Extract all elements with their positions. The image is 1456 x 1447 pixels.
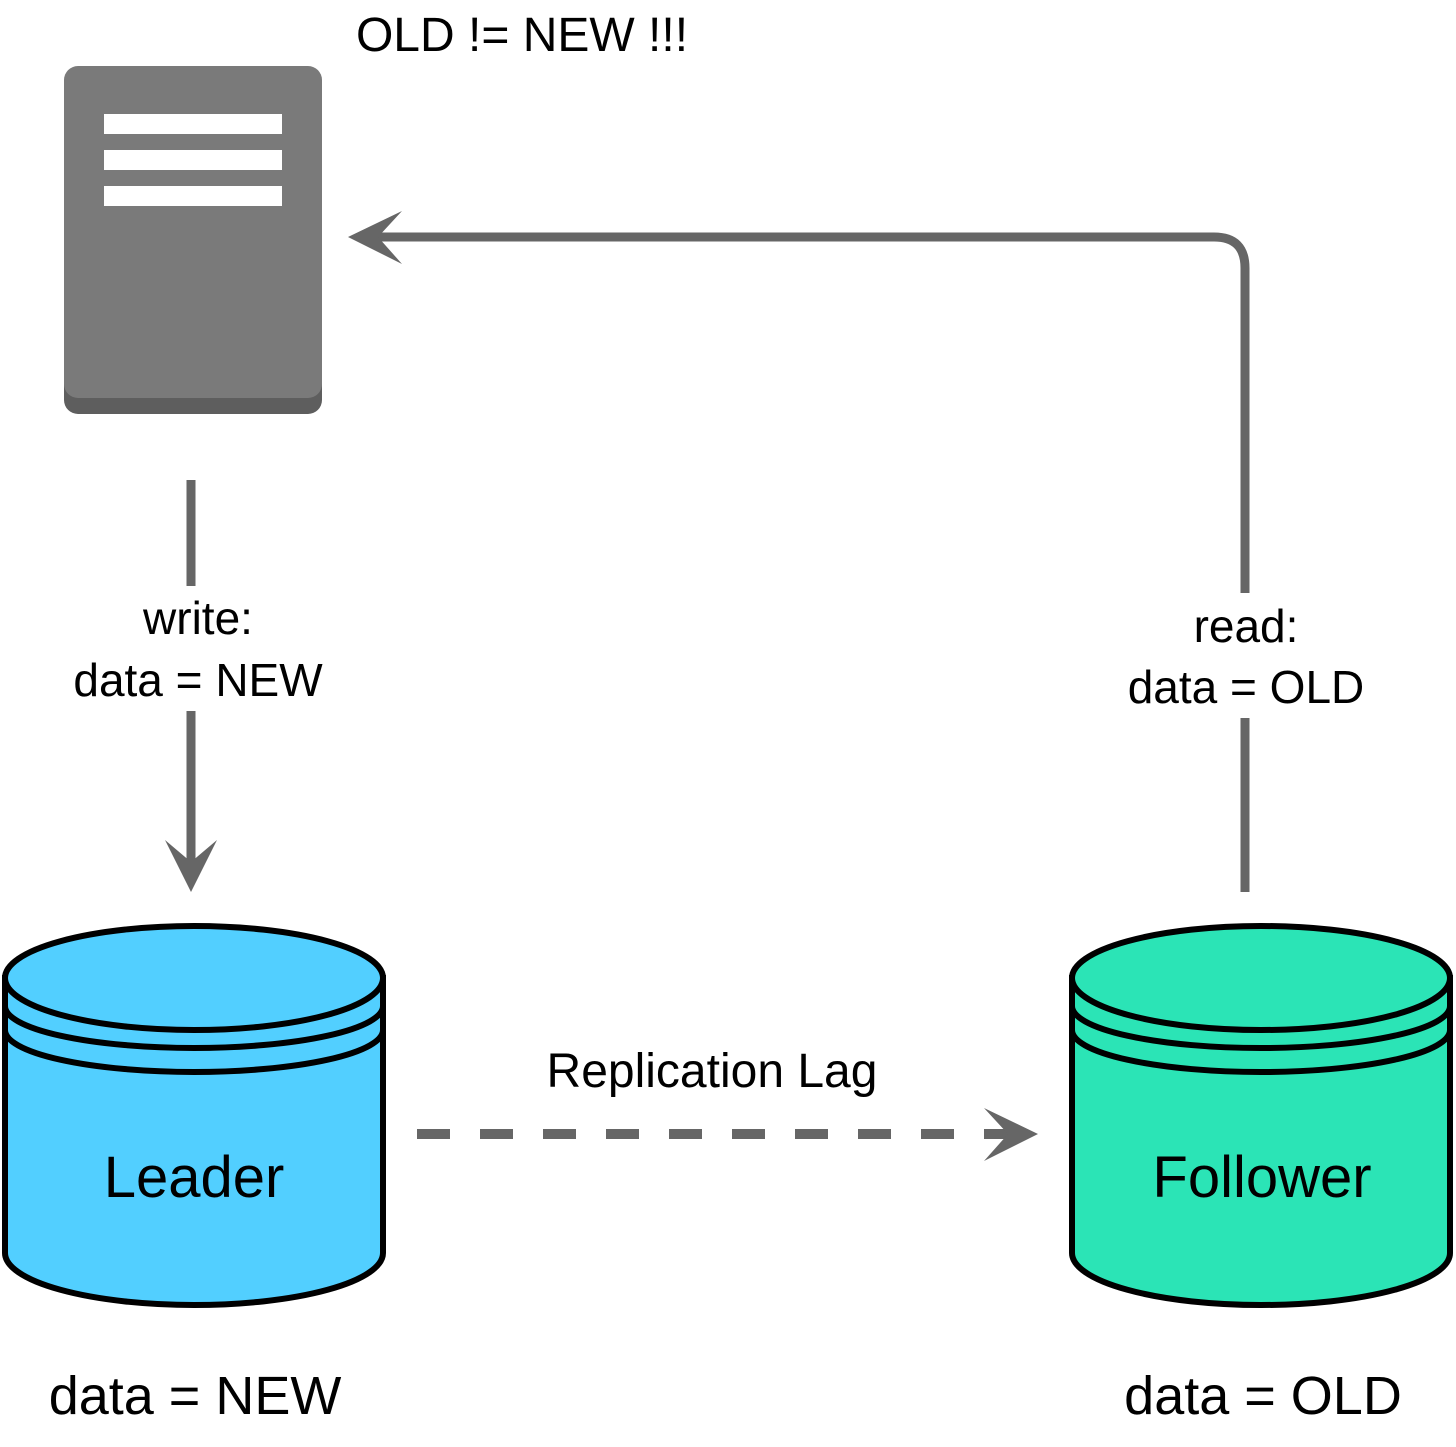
follower-data-text: data = OLD [1124, 1366, 1402, 1426]
read-label-line2: data = OLD [1128, 661, 1365, 713]
write-arrowhead [165, 840, 217, 892]
server-body [64, 66, 322, 398]
follower-database-icon [1069, 923, 1453, 1308]
server-line-2 [104, 150, 282, 170]
read-arrow [348, 211, 1250, 892]
server-icon [64, 66, 322, 414]
write-label-line2: data = NEW [73, 654, 323, 706]
leader-data-text: data = NEW [49, 1366, 342, 1426]
leader-label: Leader [104, 1145, 285, 1210]
server-line-3 [104, 186, 282, 206]
read-label-line1: read: [1194, 600, 1299, 652]
write-arrow [165, 480, 217, 892]
server-line-1 [104, 114, 282, 134]
replication-arrowhead [984, 1108, 1038, 1161]
write-label-line1: write: [142, 592, 253, 644]
read-arrowhead [348, 211, 402, 264]
replication-label: Replication Lag [547, 1045, 878, 1098]
replication-arrow [417, 1108, 1038, 1161]
follower-label: Follower [1152, 1145, 1371, 1210]
warning-text: OLD != NEW !!! [356, 9, 688, 62]
leader-database-icon [2, 923, 386, 1308]
